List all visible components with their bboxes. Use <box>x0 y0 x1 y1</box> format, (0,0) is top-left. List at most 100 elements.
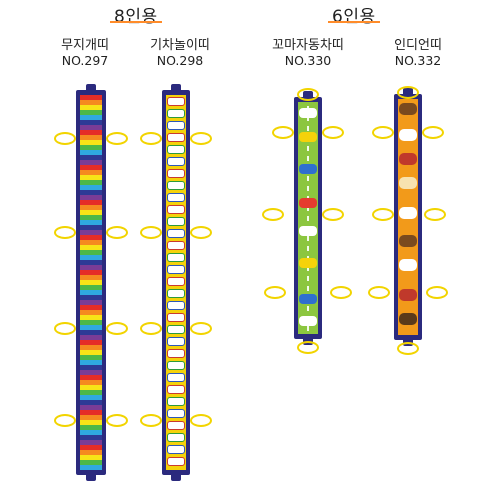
ring-330-top <box>297 88 319 101</box>
road-dash <box>307 146 309 151</box>
train-car-icon <box>167 181 185 190</box>
ring-297-r1 <box>106 132 128 145</box>
road-dash <box>307 246 309 251</box>
train-car-icon <box>167 421 185 430</box>
band-cap-bottom <box>171 474 181 481</box>
train-car-icon <box>167 145 185 154</box>
train-car-icon <box>167 97 185 106</box>
ring-330-r2 <box>322 208 344 221</box>
rainbow-stripes <box>80 95 102 470</box>
car-icon <box>299 164 317 174</box>
train-car-icon <box>167 337 185 346</box>
ring-298-l2 <box>140 226 162 239</box>
train-car-icon <box>167 445 185 454</box>
train-car-icon <box>167 205 185 214</box>
ring-332-l2 <box>372 208 394 221</box>
ring-298-r1 <box>190 132 212 145</box>
indian-figure-icon <box>399 207 417 219</box>
road-dash <box>307 176 309 181</box>
car-icon <box>299 108 317 118</box>
road-dash <box>307 126 309 131</box>
road-dash <box>307 206 309 211</box>
ring-297-r3 <box>106 322 128 335</box>
train-car-icon <box>167 133 185 142</box>
ring-297-r4 <box>106 414 128 427</box>
train-car-icon <box>167 313 185 322</box>
ring-332-r3 <box>426 286 448 299</box>
ring-330-r3 <box>330 286 352 299</box>
product-name: 기차놀이띠 <box>150 38 210 53</box>
train-car-icon <box>167 265 185 274</box>
band-cap-top <box>171 84 181 91</box>
product-label-298: 기차놀이띠 NO.298 <box>128 38 232 68</box>
ring-298-l1 <box>140 132 162 145</box>
indian-figure-icon <box>399 153 417 165</box>
indian-figure-icon <box>399 129 417 141</box>
product-number: NO.297 <box>61 53 109 68</box>
car-icon <box>299 316 317 326</box>
product-name: 무지개띠 <box>61 38 109 53</box>
train-car-icon <box>167 277 185 286</box>
train-car-icon <box>167 121 185 130</box>
product-number: NO.332 <box>394 53 442 68</box>
group-title-6-underline <box>328 21 380 23</box>
train-car-icon <box>167 433 185 442</box>
road-dash <box>307 216 309 221</box>
train-car-icon <box>167 253 185 262</box>
group-title-6-text: 6인용 <box>332 7 376 27</box>
ring-297-l4 <box>54 414 76 427</box>
band-cap-bottom <box>86 474 96 481</box>
ring-297-l2 <box>54 226 76 239</box>
ring-330-l1 <box>272 126 294 139</box>
indian-figure-icon <box>399 103 417 115</box>
ring-330-bottom <box>297 341 319 354</box>
indian-figure-icon <box>399 289 417 301</box>
ring-298-r3 <box>190 322 212 335</box>
product-number: NO.298 <box>156 53 204 68</box>
ring-297-r2 <box>106 226 128 239</box>
train-car-icon <box>167 385 185 394</box>
road-dash <box>307 266 309 271</box>
train-car-icon <box>167 109 185 118</box>
road-dash <box>307 186 309 191</box>
product-number: NO.330 <box>284 53 332 68</box>
train-car-icon <box>167 241 185 250</box>
car-icon <box>299 132 317 142</box>
product-label-297: 무지개띠 NO.297 <box>36 38 134 68</box>
ring-298-r4 <box>190 414 212 427</box>
ring-330-r1 <box>322 126 344 139</box>
road-dash <box>307 156 309 161</box>
ring-332-r2 <box>424 208 446 221</box>
indian-figure-icon <box>399 259 417 271</box>
train-car-icon <box>167 361 185 370</box>
train-car-icon <box>167 397 185 406</box>
train-car-icon <box>167 301 185 310</box>
ring-297-l3 <box>54 322 76 335</box>
product-name: 꼬마자동차띠 <box>272 38 344 53</box>
train-car-icon <box>167 373 185 382</box>
ring-332-top <box>397 86 419 99</box>
product-label-330: 꼬마자동차띠 NO.330 <box>252 38 364 68</box>
cars-strip <box>298 102 318 334</box>
train-car-icon <box>167 193 185 202</box>
ring-332-bottom <box>397 342 419 355</box>
indian-figure-icon <box>399 235 417 247</box>
train-strip <box>166 95 186 470</box>
train-car-icon <box>167 457 185 466</box>
road-dash <box>307 236 309 241</box>
train-car-icon <box>167 229 185 238</box>
cars-band <box>294 91 322 345</box>
train-car-icon <box>167 169 185 178</box>
car-icon <box>299 294 317 304</box>
ring-332-l3 <box>368 286 390 299</box>
indian-band <box>394 88 422 346</box>
product-name: 인디언띠 <box>394 38 442 53</box>
train-car-icon <box>167 289 185 298</box>
road-dash <box>307 116 309 121</box>
train-car-icon <box>167 349 185 358</box>
ring-297-l1 <box>54 132 76 145</box>
group-title-8-underline <box>110 21 162 23</box>
ring-298-r2 <box>190 226 212 239</box>
road-dash <box>307 286 309 291</box>
car-icon <box>299 226 317 236</box>
